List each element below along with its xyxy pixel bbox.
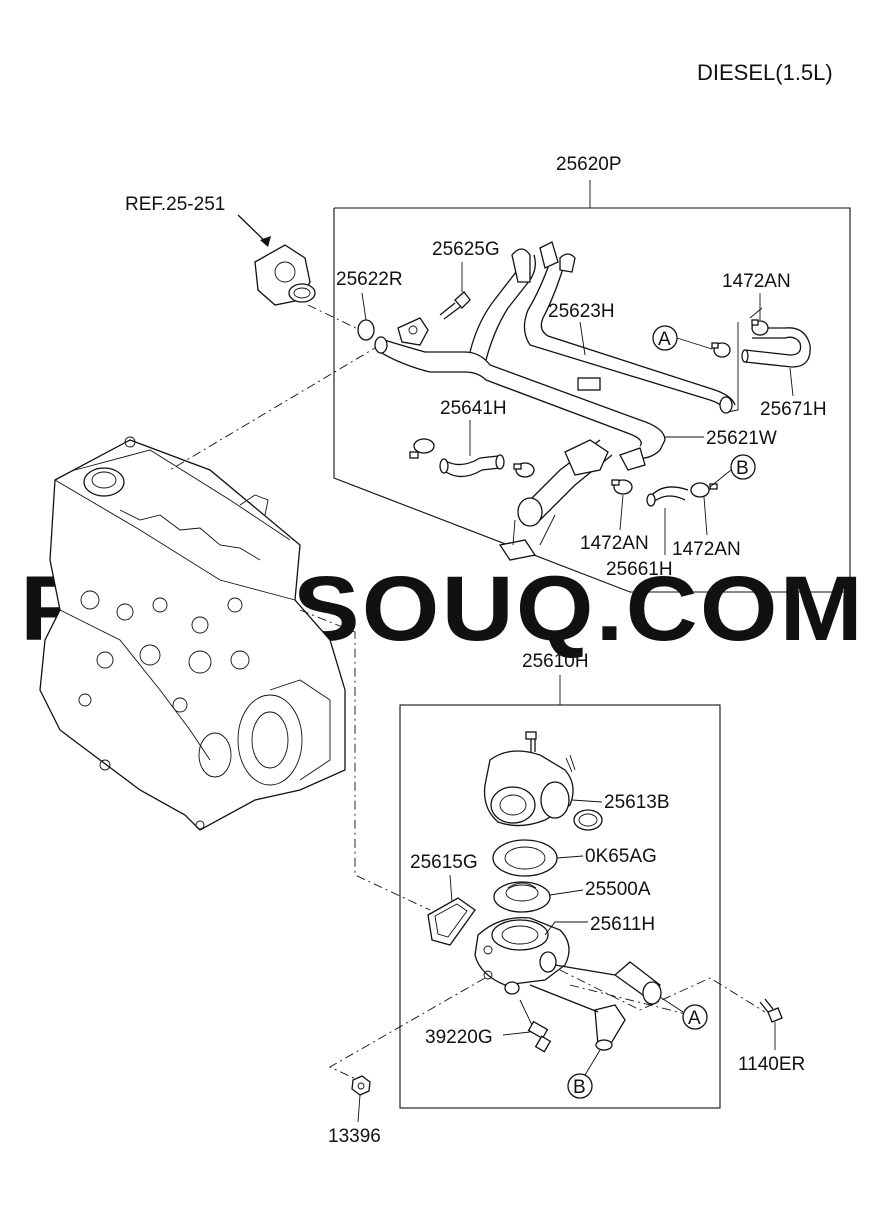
- engine-block[interactable]: [39, 436, 346, 831]
- thermostat-25500A[interactable]: [493, 881, 551, 913]
- label-25620P[interactable]: 25620P: [556, 154, 622, 175]
- label-1472AN-mid[interactable]: 1472AN: [580, 533, 649, 554]
- label-1472AN-top[interactable]: 1472AN: [722, 271, 791, 292]
- gasket-25615G[interactable]: [427, 897, 476, 946]
- nut-13396[interactable]: [351, 1075, 371, 1096]
- hose-25671H[interactable]: [741, 327, 811, 368]
- bolt-1140ER[interactable]: [759, 998, 783, 1023]
- lower-assembly-frame: 25610H: [399, 651, 721, 1109]
- hose-25661H[interactable]: [646, 486, 689, 507]
- label-1472AN-right[interactable]: 1472AN: [672, 539, 741, 560]
- thermostat-cover-25613B[interactable]: [483, 750, 574, 827]
- label-25610H[interactable]: 25610H: [522, 651, 589, 672]
- label-25613B[interactable]: 25613B: [604, 792, 670, 813]
- label-25500A[interactable]: 25500A: [585, 879, 651, 900]
- bolt-top[interactable]: [525, 731, 537, 752]
- label-25615G[interactable]: 25615G: [410, 852, 478, 873]
- clamp-1472AN-right[interactable]: [690, 482, 718, 498]
- callout-a-upper[interactable]: A: [658, 329, 671, 350]
- bolt-25625G[interactable]: [439, 291, 471, 320]
- hose-25641H[interactable]: [439, 454, 505, 478]
- label-25622R[interactable]: 25622R: [336, 269, 403, 290]
- clamp-1472AN-left[interactable]: [409, 438, 435, 459]
- callout-a-lower[interactable]: A: [688, 1008, 701, 1029]
- thermostat-housing-25611H[interactable]: [474, 916, 570, 995]
- gasket-0K65AG[interactable]: [492, 839, 558, 877]
- label-ref-25-251[interactable]: REF.25-251: [125, 194, 225, 215]
- upper-assembly-frame: 25620P: [333, 154, 851, 593]
- label-39220G[interactable]: 39220G: [425, 1027, 493, 1048]
- water-pipe-assembly[interactable]: [357, 241, 736, 561]
- label-25625G[interactable]: 25625G: [432, 239, 500, 260]
- diagram-title: DIESEL(1.5L): [697, 60, 833, 85]
- ref-25-251-housing[interactable]: [237, 214, 316, 306]
- label-25623H[interactable]: 25623H: [548, 301, 615, 322]
- label-25611H[interactable]: 25611H: [590, 914, 655, 935]
- label-13396[interactable]: 13396: [328, 1126, 381, 1147]
- o-ring-25622R: [357, 319, 375, 341]
- pipe-to-a[interactable]: [554, 961, 662, 1005]
- label-25671H[interactable]: 25671H: [760, 399, 827, 420]
- pipe-to-b[interactable]: [529, 984, 626, 1051]
- clamp-1472AN-top[interactable]: [711, 319, 769, 358]
- label-25661H[interactable]: 25661H: [606, 559, 673, 580]
- hose-ring-25613B[interactable]: [573, 809, 603, 831]
- callout-b-lower[interactable]: B: [573, 1077, 586, 1098]
- label-1140ER[interactable]: 1140ER: [738, 1054, 805, 1075]
- clamp-1472AN-middle[interactable]: [513, 462, 633, 495]
- label-25621W[interactable]: 25621W: [706, 428, 777, 449]
- label-25641H[interactable]: 25641H: [440, 398, 507, 419]
- callout-b-upper[interactable]: B: [736, 458, 749, 479]
- sensor-39220G[interactable]: [519, 999, 552, 1053]
- label-0K65AG[interactable]: 0K65AG: [585, 846, 657, 867]
